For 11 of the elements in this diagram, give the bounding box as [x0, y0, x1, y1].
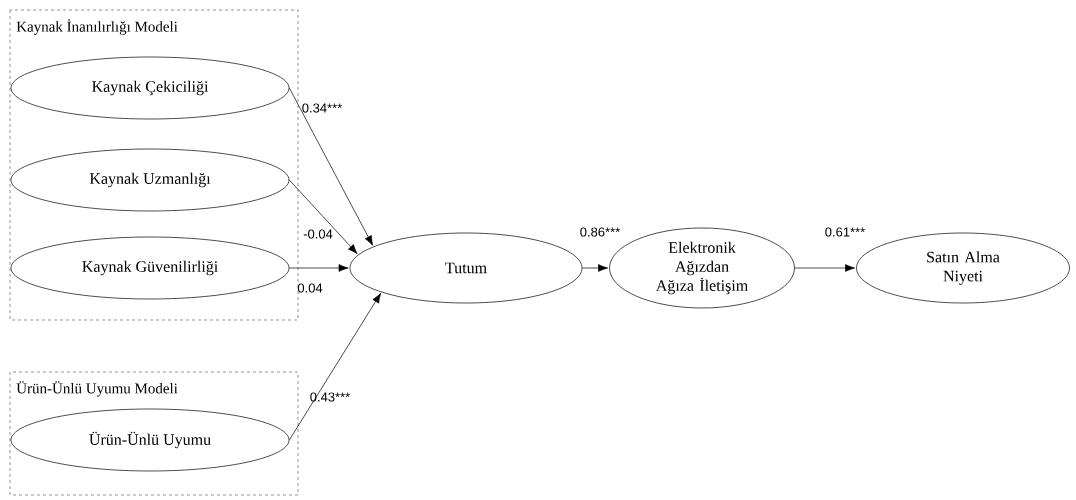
arrow — [289, 293, 381, 441]
edge-label: 0.34*** — [302, 103, 343, 113]
edge-label: 0.86*** — [580, 227, 621, 237]
arrow — [582, 264, 608, 272]
edge-label: -0.04 — [303, 229, 333, 239]
arrow — [289, 87, 374, 246]
edge-label: 0.04 — [297, 283, 323, 293]
arrow — [289, 264, 349, 272]
arrow — [289, 179, 358, 254]
edge-label: 0.43*** — [310, 392, 351, 402]
arrow — [794, 264, 855, 272]
